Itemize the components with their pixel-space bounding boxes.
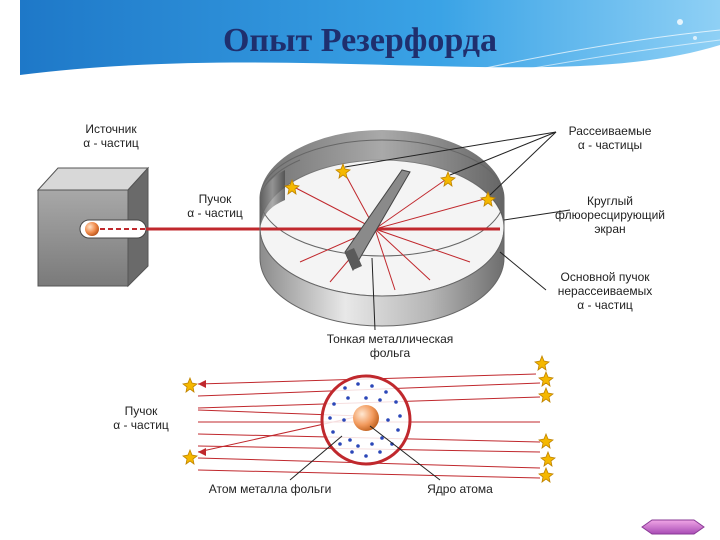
label-beam-bottom-line2: α - частиц	[113, 418, 169, 432]
label-beam-bottom: Пучок α - частиц	[96, 404, 186, 432]
scintillation-flashes	[284, 162, 496, 207]
label-screen-line2: флюоресцирующий	[554, 208, 666, 222]
label-nucleus: Ядро атома	[427, 482, 493, 496]
slide-title: Опыт Резерфорда	[222, 22, 498, 59]
nucleus-icon	[353, 405, 379, 431]
label-scattered-line2: α - частицы	[577, 138, 643, 152]
label-screen-line3: экран	[594, 222, 626, 236]
label-beam-bottom-line1: Пучок	[124, 404, 158, 418]
label-foil-line1: Тонкая металлическая	[326, 332, 454, 346]
label-screen-line1: Круглый	[587, 194, 633, 208]
label-main-beam-line2: нерассеиваемых	[557, 284, 653, 298]
header-band	[0, 0, 720, 80]
label-main-beam-line1: Основной пучок	[560, 270, 650, 284]
label-screen: Круглый флюоресцирующий экран	[540, 194, 680, 236]
label-source-line2: α - частиц	[83, 136, 139, 150]
label-beam-top-line1: Пучок	[198, 192, 232, 206]
leader-lines	[344, 131, 571, 331]
label-atom: Атом металла фольги	[208, 482, 332, 496]
alpha-source-box	[36, 166, 150, 288]
atom-diagram	[182, 354, 556, 483]
label-foil: Тонкая металлическая фольга	[300, 332, 480, 360]
label-source: Источник α - частиц	[56, 122, 166, 150]
label-beam-top: Пучок α - частиц	[170, 192, 260, 220]
label-beam-top-line2: α - частиц	[187, 206, 243, 220]
label-scattered-line1: Рассеиваемые	[568, 124, 652, 138]
alpha-particle-icon	[85, 222, 99, 236]
label-scattered: Рассеиваемые α - частицы	[550, 124, 670, 152]
scattered-rays	[291, 169, 489, 291]
label-foil-line2: фольга	[369, 346, 411, 360]
next-slide-arrow-icon[interactable]	[640, 518, 706, 536]
label-source-line1: Источник	[85, 122, 137, 136]
label-main-beam-line3: α - частиц	[577, 298, 633, 312]
label-main-beam: Основной пучок нерассеиваемых α - частиц	[540, 270, 670, 312]
